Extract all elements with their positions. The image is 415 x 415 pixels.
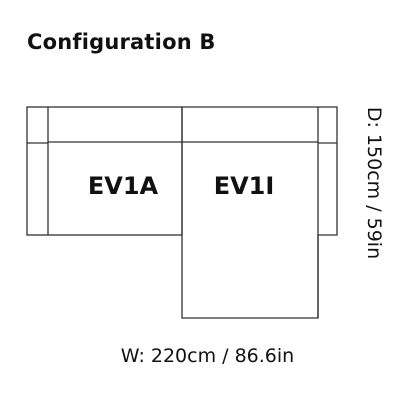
module-ev1i [181, 106, 338, 319]
module-ev1a [26, 106, 183, 236]
ev1a-outline [26, 106, 183, 236]
module-label-ev1i: EV1I [214, 172, 275, 200]
ev1i-outline [181, 106, 338, 319]
module-label-ev1a: EV1A [88, 172, 159, 200]
ev1a-backrest [47, 107, 182, 143]
depth-dimension: D: 150cm / 59in [363, 106, 385, 260]
width-dimension: W: 220cm / 86.6in [120, 345, 295, 367]
configuration-title: Configuration B [27, 30, 216, 54]
ev1i-backrest [182, 107, 319, 143]
